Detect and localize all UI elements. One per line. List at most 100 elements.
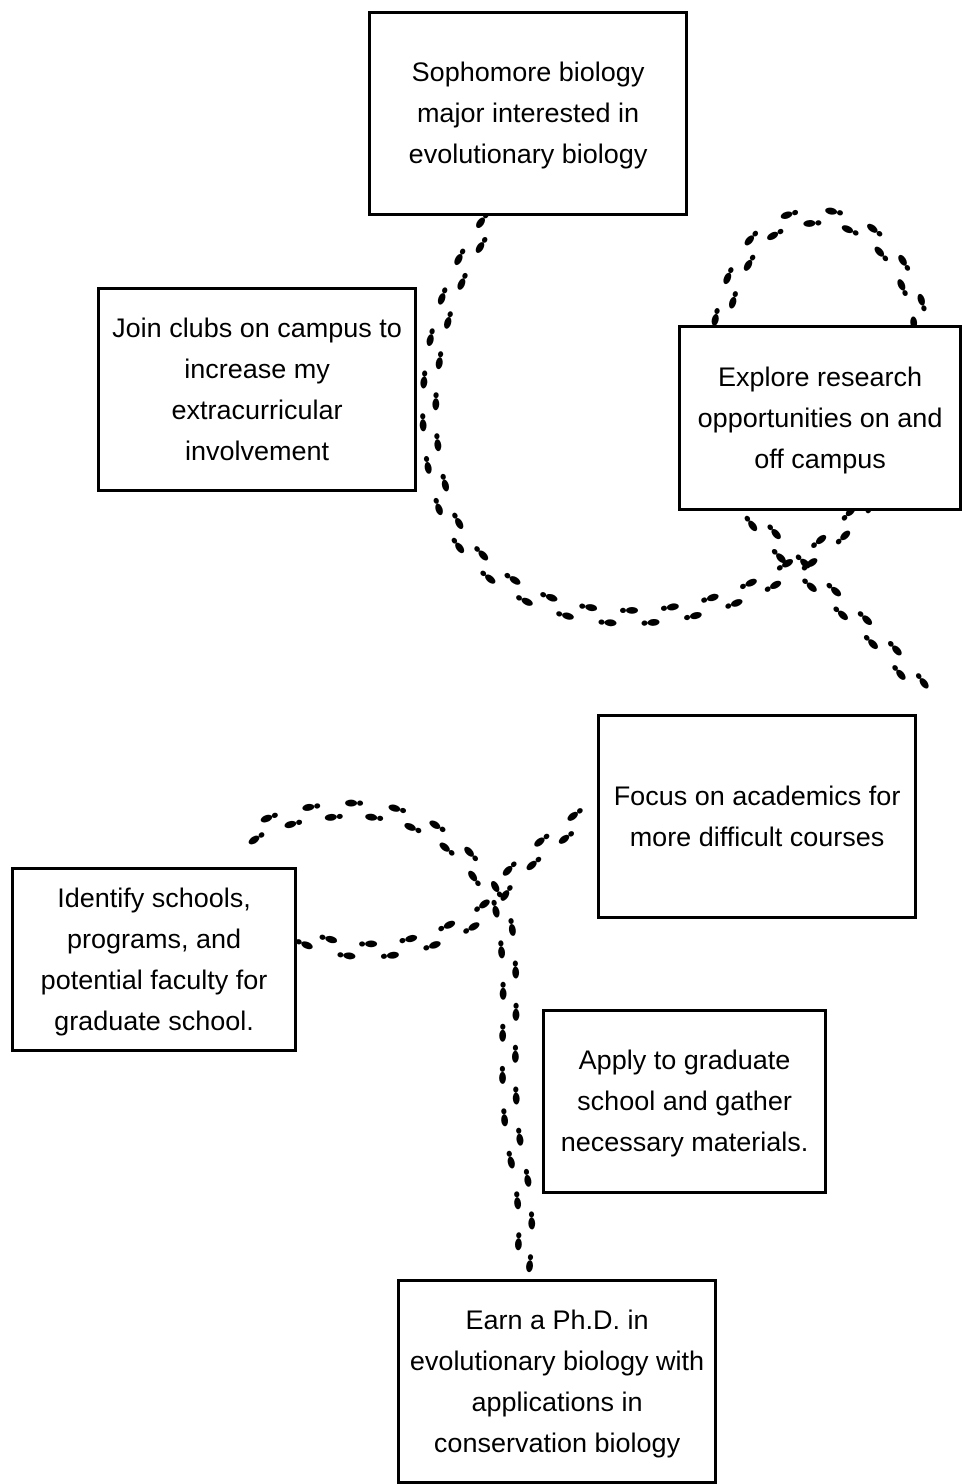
footprints-icon — [620, 606, 638, 614]
footprints-icon — [463, 922, 480, 934]
footprints-icon — [888, 640, 902, 656]
footprints-icon — [512, 1086, 520, 1105]
footprints-icon — [767, 228, 784, 241]
footprints-icon — [295, 939, 313, 950]
footprints-icon — [512, 1002, 520, 1021]
step-research-text: Explore research opportunities on and of… — [697, 361, 943, 474]
footprints-icon — [501, 1108, 509, 1127]
step-phd-box: Earn a Ph.D. in evolutionary biology wit… — [397, 1279, 717, 1484]
footprints-icon — [660, 603, 679, 611]
footprints-icon — [429, 820, 446, 833]
footprints-icon — [399, 934, 418, 944]
step-sophomore-text: Sophomore biology major interested in ev… — [408, 57, 648, 169]
footprints-icon — [863, 634, 878, 650]
footprints-icon — [701, 593, 719, 603]
footprints-icon — [728, 291, 738, 309]
footprints-icon — [457, 272, 468, 290]
footprints-icon — [833, 606, 848, 621]
footprints-icon — [380, 951, 399, 959]
footprints-icon — [508, 918, 516, 936]
footprints-icon — [451, 537, 465, 554]
footprints-icon — [867, 223, 883, 237]
step-schools-box: Identify schools, programs, and potentia… — [11, 867, 297, 1052]
footprints-icon — [388, 804, 407, 814]
footprints-icon — [540, 592, 558, 602]
footprints-icon — [740, 578, 757, 590]
footprints-icon — [404, 823, 422, 834]
footprints-icon — [433, 497, 443, 516]
footprints-icon — [434, 433, 442, 452]
step-apply-box: Apply to graduate school and gather nece… — [542, 1009, 827, 1194]
footprints-icon — [767, 524, 781, 540]
footprints-icon — [516, 1127, 524, 1146]
footprints-icon — [892, 665, 906, 680]
footprints-icon — [803, 220, 822, 227]
footprints-icon — [475, 236, 488, 253]
footprints-icon — [898, 254, 911, 271]
footprints-icon — [795, 554, 811, 569]
footprints-icon — [744, 515, 758, 532]
footprints-icon — [423, 941, 441, 951]
footprints-icon — [917, 293, 927, 312]
footprints-icon — [498, 940, 506, 959]
footprints-icon — [248, 832, 265, 845]
footprints-icon — [506, 1150, 515, 1169]
step-apply-text: Apply to graduate school and gather nece… — [560, 1045, 809, 1157]
step-clubs-text: Join clubs on campus to increase my extr… — [112, 312, 402, 466]
footprints-icon — [841, 225, 859, 236]
footprints-icon — [345, 799, 364, 807]
footprints-icon — [514, 1232, 522, 1251]
footprints-icon — [444, 311, 453, 329]
footprints-icon — [684, 611, 702, 621]
footprints-icon — [780, 209, 799, 219]
footprints-icon — [835, 530, 851, 545]
step-phd-text: Earn a Ph.D. in evolutionary biology wit… — [409, 1304, 705, 1458]
step-academics-text: Focus on academics for more difficult co… — [613, 780, 901, 852]
footprints-icon — [500, 885, 513, 901]
footprints-icon — [711, 308, 720, 326]
footprints-icon — [857, 611, 873, 626]
footprints-icon — [438, 920, 456, 932]
footprints-icon — [723, 267, 734, 285]
footprints-icon — [897, 279, 908, 296]
footprints-icon — [556, 611, 574, 620]
footprints-icon — [474, 899, 490, 912]
footprints-icon — [454, 248, 466, 266]
footprints-icon — [725, 599, 743, 609]
footprints-icon — [811, 534, 827, 548]
step-sophomore-box: Sophomore biology major interested in ev… — [368, 11, 688, 216]
footprints-icon — [528, 1211, 536, 1230]
footprints-icon — [526, 1254, 534, 1273]
footprints-icon — [514, 1191, 522, 1210]
footprints-icon — [452, 512, 464, 530]
footprints-icon — [302, 803, 321, 811]
footprints-icon — [337, 952, 356, 960]
footprints-icon — [426, 328, 435, 347]
footprints-icon — [284, 819, 303, 829]
footprints-icon — [260, 812, 278, 823]
footprints-icon — [440, 473, 450, 492]
footprints-icon — [324, 813, 343, 821]
footprints-icon — [468, 870, 481, 887]
footprints-icon — [802, 578, 817, 593]
footprints-icon — [439, 842, 455, 856]
footprints-icon — [480, 570, 496, 584]
footprints-icon — [359, 940, 378, 948]
footprints-icon — [567, 808, 583, 821]
footprints-icon — [598, 619, 617, 627]
footprints-icon — [764, 580, 782, 592]
footprints-icon — [499, 981, 507, 1000]
footprints-icon — [437, 287, 448, 305]
footprints-icon — [474, 546, 489, 561]
footprints-icon — [771, 548, 786, 564]
footprints-icon — [826, 582, 842, 597]
footprints-icon — [874, 246, 889, 262]
footprints-icon — [491, 899, 500, 918]
footprints-icon — [365, 813, 384, 821]
footprints-icon — [743, 254, 756, 271]
footprints-icon — [435, 351, 444, 370]
footprints-icon — [534, 833, 550, 847]
footprints-icon — [420, 370, 428, 389]
footprints-icon — [641, 618, 660, 626]
footprints-icon — [464, 846, 479, 862]
